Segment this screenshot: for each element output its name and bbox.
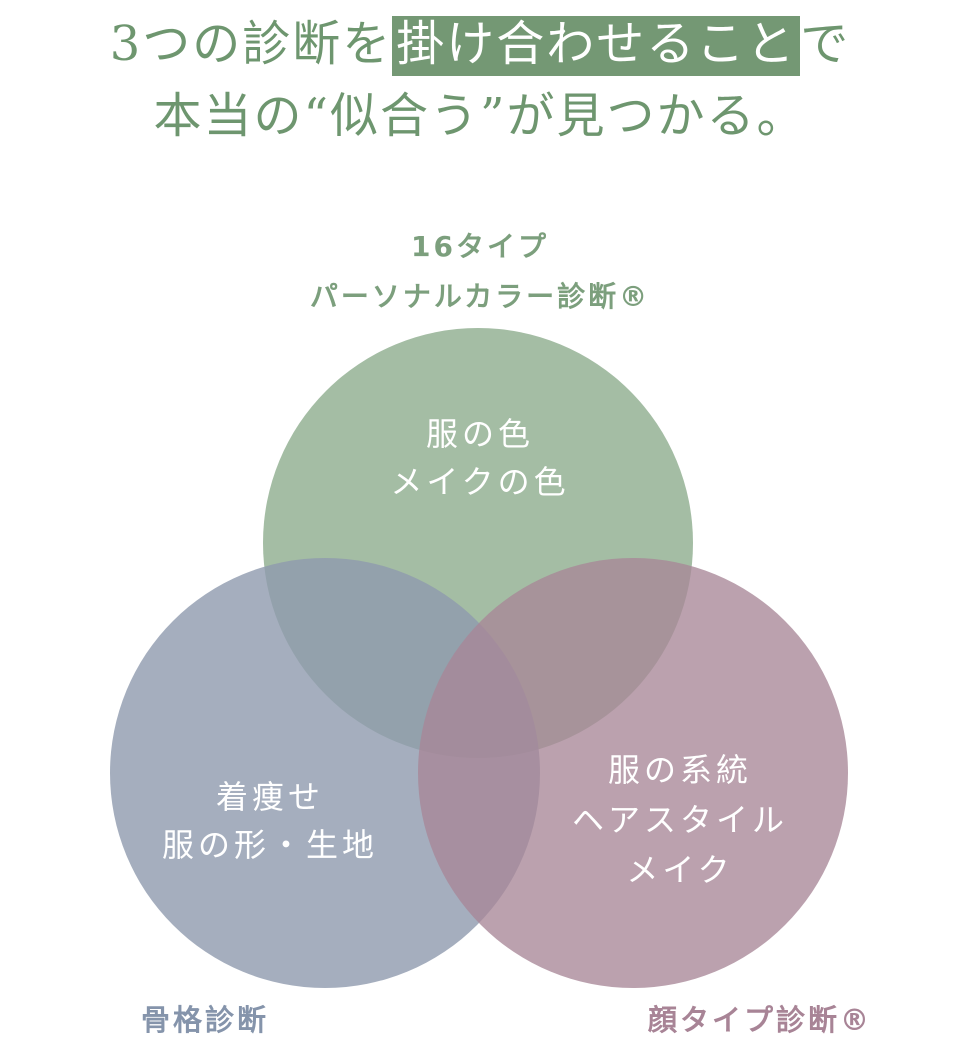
headline-line2: 本当の“似合う”が見つかる。 [153, 88, 807, 144]
label-personal-color: 16タイプ パーソナルカラー診断® [180, 222, 780, 322]
headline-line1-pre: 3つの診断を [109, 16, 393, 72]
label-personal-color-line1: 16タイプ [411, 230, 549, 263]
content-personal-color: 服の色 メイクの色 [330, 410, 630, 506]
circle-skeleton [110, 558, 540, 988]
content-skeleton: 着痩せ 服の形・生地 [110, 773, 430, 869]
headline: 3つの診断を掛け合わせることで 本当の“似合う”が見つかる。 [0, 8, 960, 152]
headline-line1-post: で [800, 16, 851, 72]
circle-face-type [418, 558, 848, 988]
label-personal-color-line2: パーソナルカラー診断® [309, 280, 651, 313]
content-personal-color-line2: メイクの色 [390, 463, 570, 501]
headline-line1: 3つの診断を掛け合わせることで [0, 8, 960, 80]
content-personal-color-line1: 服の色 [425, 415, 534, 453]
headline-highlight: 掛け合わせること [392, 16, 801, 76]
content-face-type-line3: メイク [626, 851, 734, 889]
content-skeleton-line1: 着痩せ [215, 778, 324, 816]
label-face-type: 顔タイプ診断® [647, 1003, 872, 1037]
content-face-type: 服の系統 ヘアスタイル メイク [530, 745, 830, 895]
content-face-type-line2: ヘアスタイル [571, 801, 788, 839]
content-skeleton-line2: 服の形・生地 [161, 826, 378, 864]
content-face-type-line1: 服の系統 [607, 751, 752, 789]
label-skeleton: 骨格診断 [140, 1003, 269, 1037]
